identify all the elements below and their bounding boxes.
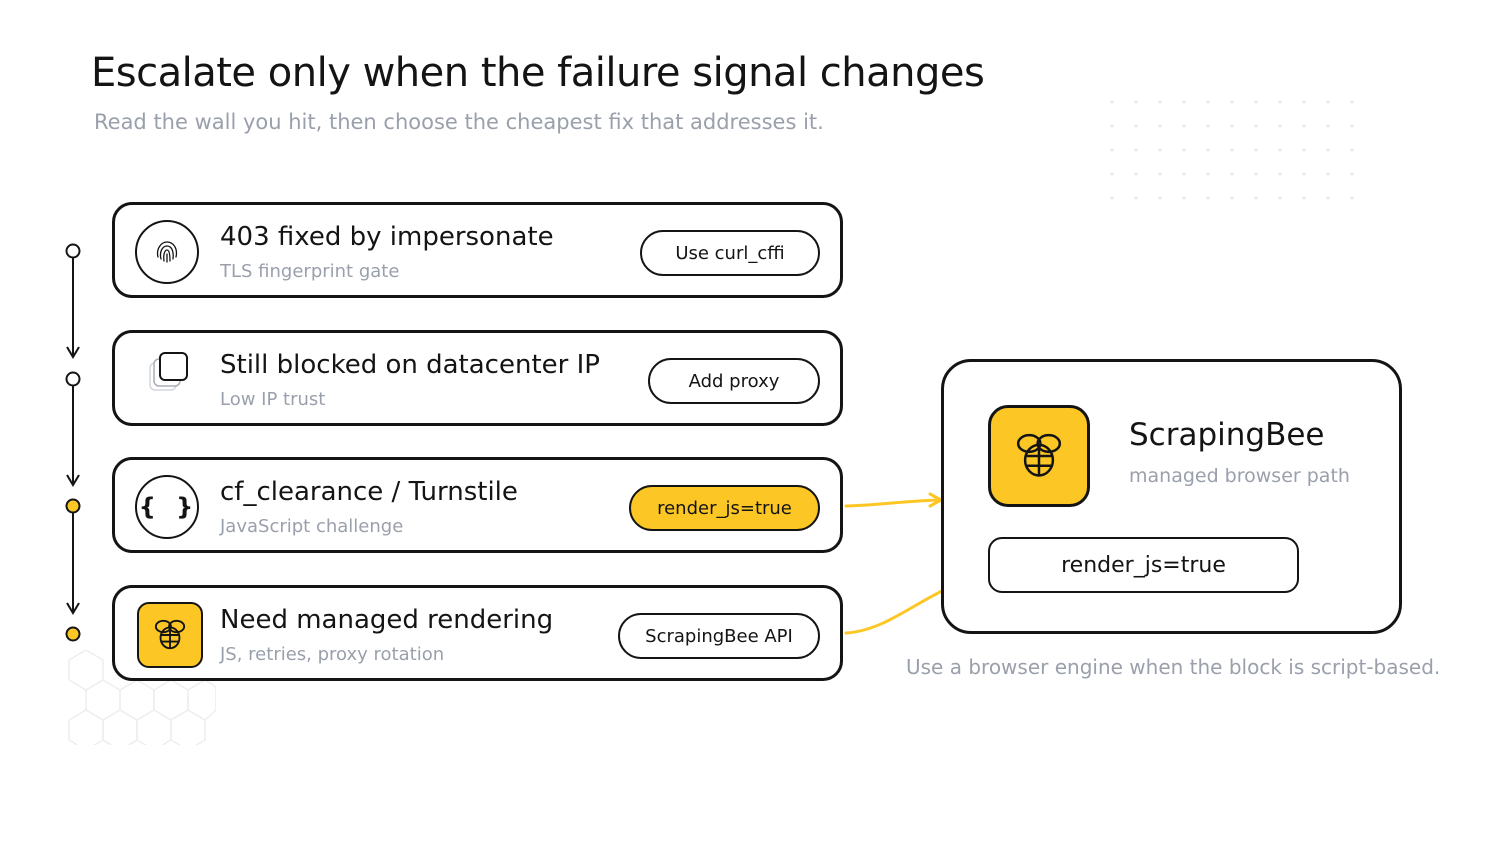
scrapingbee-panel: ScrapingBee managed browser path render_… — [941, 359, 1402, 634]
timeline-node — [65, 626, 81, 642]
code-braces-icon: { } — [135, 475, 199, 539]
bee-logo-icon — [988, 405, 1090, 507]
bee-icon — [137, 602, 203, 668]
step-card-tls-fingerprint: 403 fixed by impersonate TLS fingerprint… — [112, 202, 843, 298]
step-card-managed-rendering: Need managed rendering JS, retries, prox… — [112, 585, 843, 681]
panel-caption: Use a browser engine when the block is s… — [906, 655, 1441, 679]
scrapingbee-api-button[interactable]: ScrapingBee API — [618, 613, 820, 659]
step-card-javascript-challenge: { } cf_clearance / Turnstile JavaScript … — [112, 457, 843, 553]
step-title: Need managed rendering — [220, 605, 554, 635]
dot-grid-decoration — [1100, 90, 1370, 200]
hexagon-decoration — [68, 650, 216, 745]
step-title: 403 fixed by impersonate — [220, 222, 554, 252]
timeline-node — [65, 371, 81, 387]
panel-title: ScrapingBee — [1129, 417, 1325, 453]
page-title: Escalate only when the failure signal ch… — [91, 50, 985, 96]
panel-subtitle: managed browser path — [1129, 465, 1350, 487]
use-curl-cffi-button[interactable]: Use curl_cffi — [640, 230, 820, 276]
step-subtitle: JS, retries, proxy rotation — [220, 644, 445, 665]
step-subtitle: TLS fingerprint gate — [220, 261, 400, 282]
step-title: Still blocked on datacenter IP — [220, 350, 600, 380]
step-card-datacenter-ip: Still blocked on datacenter IP Low IP tr… — [112, 330, 843, 426]
add-proxy-button[interactable]: Add proxy — [648, 358, 820, 404]
timeline-node — [65, 498, 81, 514]
timeline-node — [65, 243, 81, 259]
step-title: cf_clearance / Turnstile — [220, 477, 518, 507]
escalation-timeline — [65, 243, 81, 642]
step-subtitle: Low IP trust — [220, 389, 326, 410]
step-subtitle: JavaScript challenge — [220, 516, 404, 537]
stacked-squares-icon — [135, 348, 199, 412]
connector-arrow — [844, 498, 942, 508]
render-js-field[interactable]: render_js=true — [988, 537, 1299, 593]
render-js-button[interactable]: render_js=true — [629, 485, 820, 531]
fingerprint-icon — [135, 220, 199, 284]
page-subtitle: Read the wall you hit, then choose the c… — [94, 110, 824, 134]
